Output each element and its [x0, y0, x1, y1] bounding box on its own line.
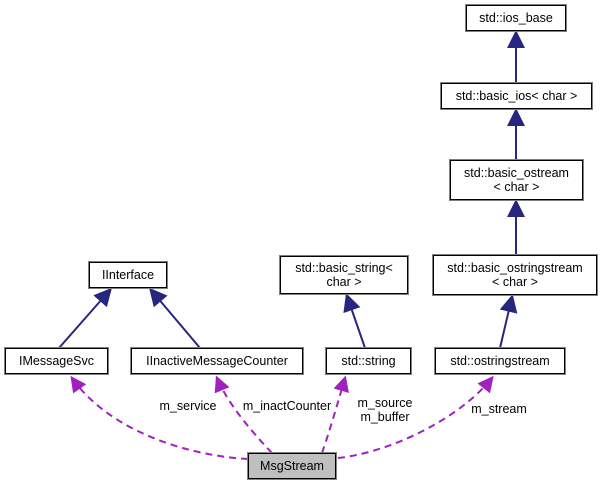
edge-msgstream-to-ostringstream — [337, 375, 494, 459]
node-std-ostringstream[interactable]: std::ostringstream — [434, 347, 566, 375]
node-std-basic-string-char[interactable]: std::basic_string< char > — [279, 255, 409, 295]
edge-imessagesvc-to-iinterface — [58, 287, 112, 349]
node-std-basic-ostringstream-char[interactable]: std::basic_ostringstream < char > — [432, 254, 598, 296]
edge-ostringstream-to-basic_ostringstream — [499, 294, 518, 349]
edge-msgstream-to-imessagesvc — [70, 375, 249, 460]
node-std-string[interactable]: std::string — [325, 347, 412, 375]
edge-msgstream-to-string — [321, 375, 349, 454]
edge-label-m-source-m-buffer: m_source m_buffer — [357, 396, 413, 424]
association-edge-group — [70, 375, 494, 460]
inheritance-edge-group — [58, 30, 525, 349]
edge-string-to-basic_string — [343, 293, 366, 349]
node-iinterface[interactable]: IInterface — [88, 261, 168, 289]
node-iinactivemessagecounter[interactable]: IInactiveMessageCounter — [130, 347, 304, 375]
edge-label-m-inactcounter: m_inactCounter — [242, 399, 332, 413]
node-imessagesvc[interactable]: IMessageSvc — [4, 347, 109, 375]
edge-label-m-service: m_service — [159, 399, 217, 413]
node-msgstream[interactable]: MsgStream — [247, 452, 337, 480]
edge-iinactive-to-iinterface — [149, 287, 201, 349]
node-std-ios-base[interactable]: std::ios_base — [465, 4, 567, 32]
edge-label-m-stream: m_stream — [471, 402, 527, 416]
edge-msgstream-to-iinactive — [214, 375, 273, 454]
node-std-basic-ostream-char[interactable]: std::basic_ostream < char > — [449, 159, 584, 201]
node-std-basic-ios-char[interactable]: std::basic_ios< char > — [440, 82, 593, 110]
